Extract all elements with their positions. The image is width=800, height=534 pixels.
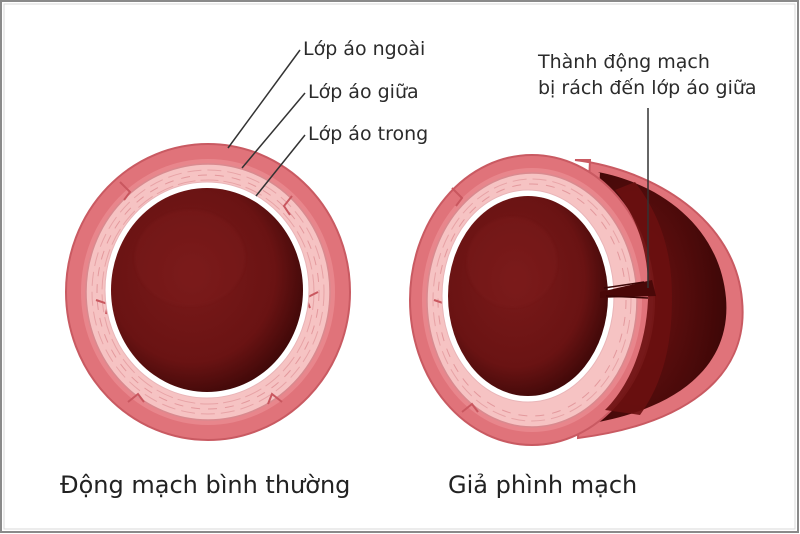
tear xyxy=(600,280,656,298)
vasa-vasorum-5 xyxy=(127,392,145,403)
middle-layer-fibers-2 xyxy=(96,174,320,410)
caption-pseudoaneurysm: Giả phình mạch xyxy=(448,471,638,499)
normal-artery xyxy=(65,143,351,441)
middle-layer-right-fibers-1 xyxy=(432,178,632,422)
vasa-vasorum-r3 xyxy=(461,402,479,413)
leader-inner xyxy=(255,134,306,197)
caption-normal-artery: Động mạch bình thường xyxy=(60,471,351,499)
vasa-vasorum-r1 xyxy=(451,187,464,207)
vasa-vasorum-1 xyxy=(119,181,132,201)
tear-lines xyxy=(603,281,649,299)
leader-middle xyxy=(241,92,306,169)
label-inner-layer: Lớp áo trong xyxy=(308,123,429,145)
label-tear-line2: bị rách đến lớp áo giữa xyxy=(538,77,757,99)
pseudoaneurysm xyxy=(409,154,744,446)
middle-layer-fibers-3 xyxy=(101,179,315,405)
middle-layer-right-fibers-2 xyxy=(437,183,627,417)
vasa-vasorum-6 xyxy=(267,392,283,405)
middle-layer-fibers-1 xyxy=(91,169,325,415)
label-middle-layer: Lớp áo giữa xyxy=(308,81,419,103)
label-outer-layer: Lớp áo ngoài xyxy=(303,38,426,60)
label-tear-line1: Thành động mạch xyxy=(538,51,710,73)
vasa-vasorum-2 xyxy=(282,195,293,216)
frame-inner-border xyxy=(3,3,796,530)
lumen-highlight xyxy=(135,210,245,306)
wall-rupture-channel xyxy=(605,182,672,415)
leader-outer xyxy=(227,49,301,149)
lumen-right-highlight xyxy=(467,217,557,307)
